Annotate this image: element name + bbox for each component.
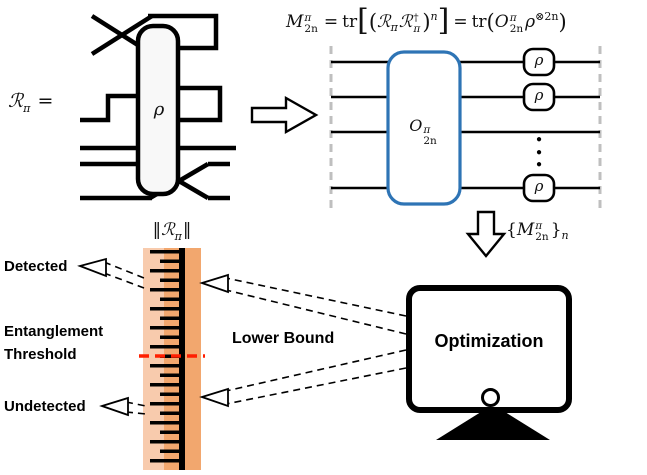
rho-input-boxes bbox=[522, 47, 556, 203]
rho-label: ρ bbox=[534, 51, 544, 69]
observable-operator-box bbox=[386, 50, 462, 206]
entanglement-label: Entanglement bbox=[4, 323, 104, 340]
dashed-connectors bbox=[103, 261, 407, 415]
formula-term: M bbox=[286, 12, 304, 32]
ruler-spine bbox=[179, 248, 185, 470]
down-arrow-icon bbox=[465, 210, 507, 258]
norm-ruler bbox=[143, 248, 201, 470]
arrowhead-undetected bbox=[99, 396, 129, 417]
open-arrowheads bbox=[77, 257, 229, 417]
equals-sign: = bbox=[323, 12, 339, 32]
norm-title: ‖ℛπ‖ bbox=[152, 220, 192, 243]
lower-bound-label: Lower Bound bbox=[232, 330, 335, 347]
rho-label: ρ bbox=[534, 177, 544, 195]
formula-supsub: †π bbox=[413, 11, 421, 35]
r-pi-equals-label: ℛπ = bbox=[8, 90, 54, 115]
trace-operator: tr bbox=[471, 12, 487, 32]
left-paren: ( bbox=[486, 10, 495, 34]
equals-sign: = bbox=[453, 12, 468, 32]
right-paren: ) bbox=[558, 10, 567, 34]
undetected-label: Undetected bbox=[4, 398, 86, 415]
formula-term: ρ bbox=[525, 12, 536, 32]
arrowhead-ruler-bottom bbox=[199, 387, 229, 408]
formula-term: ℛ bbox=[377, 12, 391, 32]
formula-term: ℛ bbox=[398, 12, 413, 32]
permutation-circuit-diagram bbox=[80, 13, 236, 201]
rho-label: ρ bbox=[153, 99, 165, 120]
monitor-power-dot bbox=[481, 388, 500, 407]
left-bracket: [ bbox=[357, 2, 369, 38]
right-arrow-icon bbox=[250, 95, 319, 135]
rho-state-box bbox=[135, 23, 181, 197]
arrowhead-ruler-top bbox=[199, 273, 229, 294]
optimization-label: Optimization bbox=[434, 330, 544, 351]
left-paren: ( bbox=[368, 10, 378, 34]
detected-label: Detected bbox=[4, 258, 68, 275]
right-paren: ) bbox=[422, 10, 431, 34]
threshold-label: Threshold bbox=[4, 346, 77, 363]
arrowhead-detected bbox=[77, 257, 107, 278]
rho-label: ρ bbox=[534, 86, 544, 104]
vertical-dots-icon: ● ● ● bbox=[535, 134, 543, 170]
trace-operator: tr bbox=[342, 12, 358, 32]
right-bracket: ] bbox=[437, 2, 450, 38]
measurement-circuit-diagram bbox=[329, 46, 602, 210]
ruler-ticks-short bbox=[160, 250, 179, 468]
formula-term: O bbox=[494, 12, 509, 32]
